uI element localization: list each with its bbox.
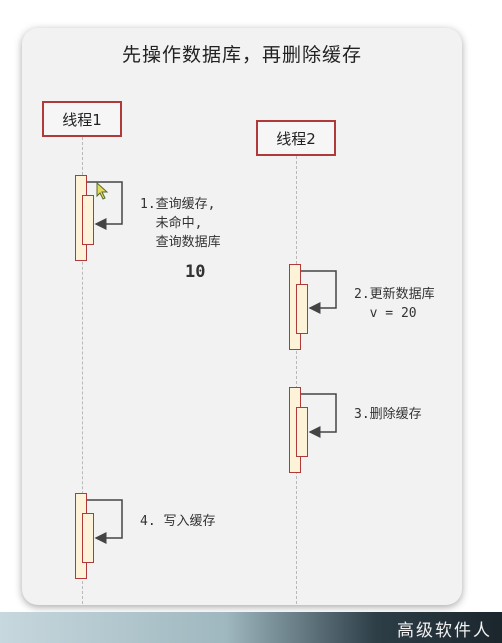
value-label: 10 [185, 262, 206, 282]
arrow-step-3 [301, 393, 337, 438]
lifeline-thread-1 [82, 137, 83, 604]
activation-thread-1-step-4-inner [82, 513, 94, 563]
lifeline-thread-2 [296, 156, 297, 604]
brand-watermark: 高级软件人 [397, 621, 492, 641]
step-note-4: 4. 写入缓存 [140, 514, 216, 529]
arrow-step-1 [87, 181, 123, 230]
participant-thread-2: 线程2 [256, 120, 336, 156]
activation-thread-2-step-3-inner [296, 407, 308, 457]
participant-thread-1: 线程1 [42, 101, 122, 137]
arrow-step-2 [301, 270, 337, 314]
activation-thread-2-step-2-inner [296, 284, 308, 334]
step-note-3: 3.删除缓存 [354, 407, 422, 422]
diagram-title: 先操作数据库，再删除缓存 [121, 44, 362, 66]
step-note-1: 1.查询缓存, 未命中, 查询数据库 [140, 197, 221, 250]
footer-banner: 高级软件人 [0, 612, 502, 643]
step-note-2: 2.更新数据库 v = 20 [354, 287, 435, 321]
activation-thread-1-step-1-inner [82, 195, 94, 245]
mouse-cursor-icon [96, 182, 109, 200]
arrow-step-4 [87, 499, 123, 544]
